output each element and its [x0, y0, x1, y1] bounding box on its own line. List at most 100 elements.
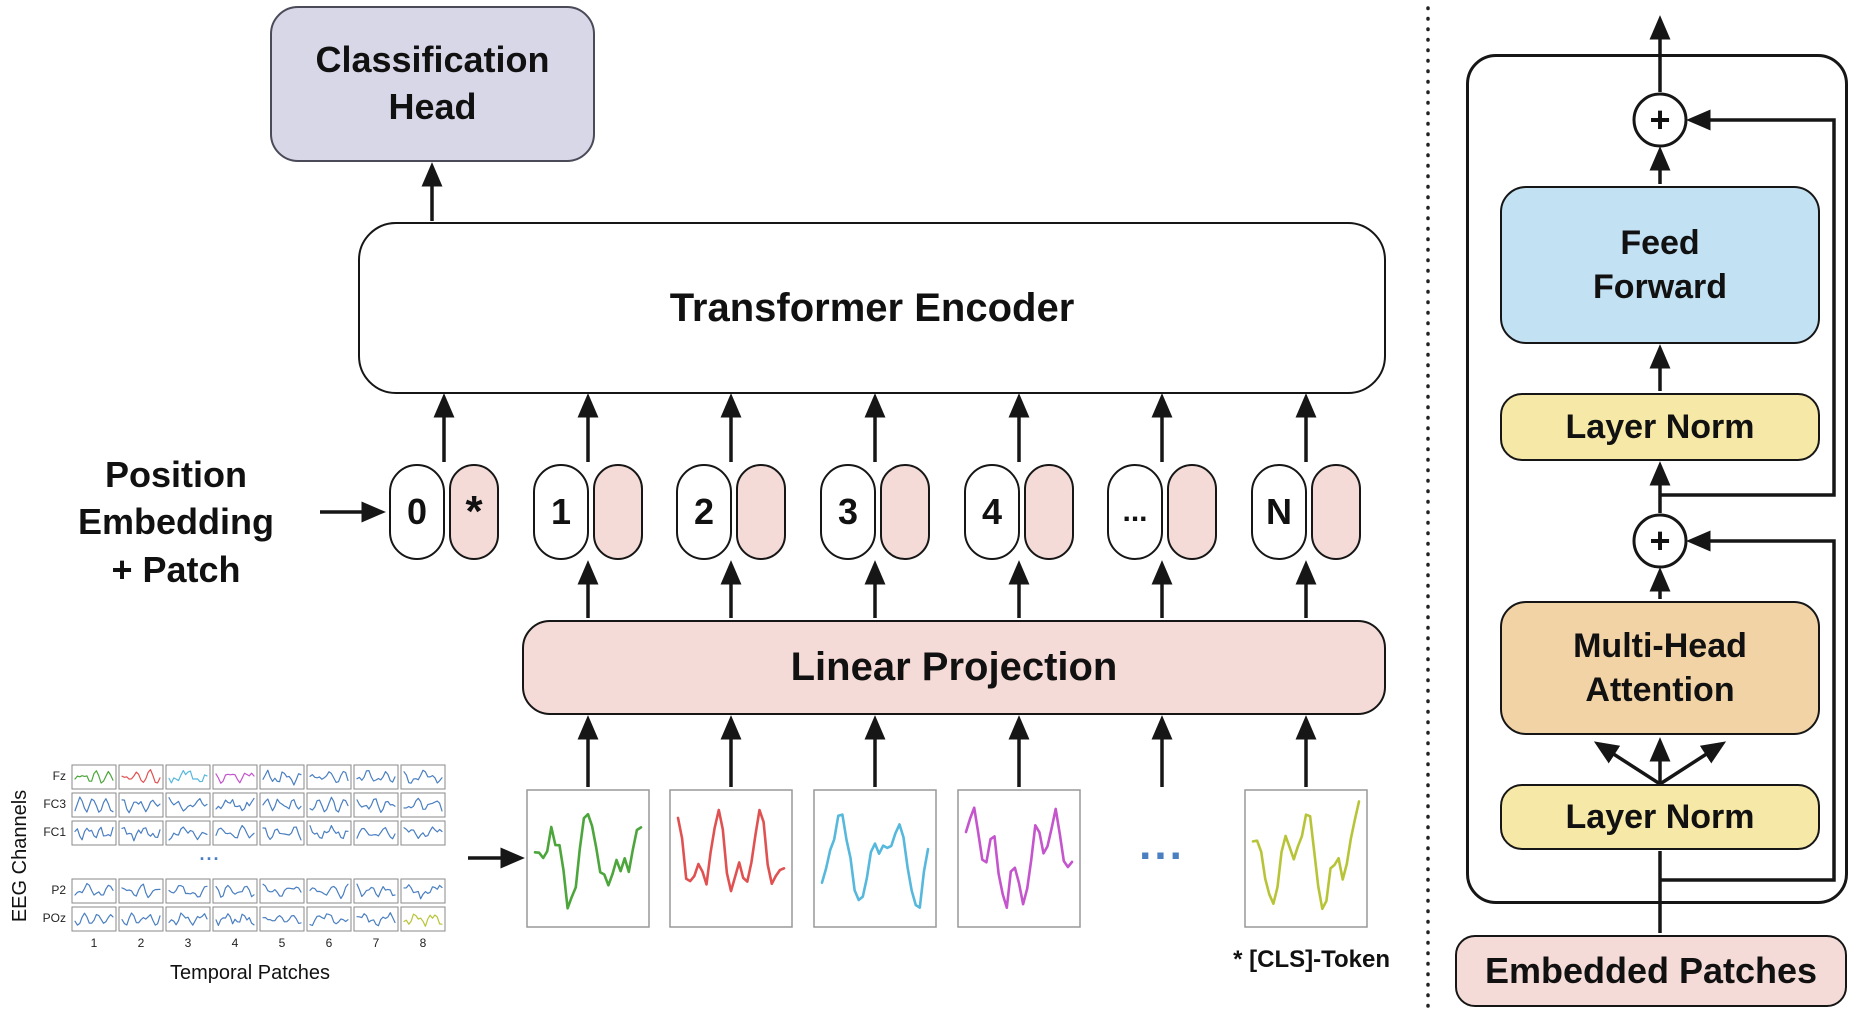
eeg-col-label-2: 2 — [137, 936, 145, 950]
layernorm-to-attention-arrows — [1593, 737, 1727, 786]
eeg-row-gap-dots: ... — [199, 843, 221, 864]
left-arrows — [320, 162, 1317, 869]
waveform-trace — [168, 912, 208, 926]
waveform-trace — [403, 884, 443, 900]
eeg-col-label-5: 5 — [278, 936, 286, 950]
patches-to-projection-arrows — [577, 715, 1317, 787]
waveform-trace — [403, 769, 443, 784]
waveform-trace — [168, 826, 208, 841]
cls-token-note: * [CLS]-Token — [1233, 946, 1390, 973]
waveform-trace — [356, 883, 396, 898]
waveform-trace — [215, 913, 255, 927]
eeg-grid-cell — [118, 764, 164, 790]
token-patch-pill-n — [1311, 464, 1361, 560]
waveform-trace — [262, 798, 302, 812]
tokens-to-encoder-arrows — [433, 393, 1317, 462]
add-circle-bottom — [1632, 513, 1688, 569]
patch-ellipsis-dots: ... — [1139, 820, 1185, 869]
eeg-grid-cell — [400, 792, 446, 818]
token-position-pill-1: 1 — [533, 464, 589, 560]
residual-skip-lower — [1660, 530, 1836, 882]
token-patch-pill-4 — [1024, 464, 1074, 560]
patch-waveform-box — [526, 789, 650, 928]
layer-norm-top-box: Layer Norm — [1500, 393, 1820, 461]
residual-skip-upper — [1660, 109, 1836, 497]
eeg-grid-cell — [306, 764, 352, 790]
add-plus-top: + — [1649, 99, 1670, 140]
waveform-trace — [262, 914, 302, 925]
eeg-grid-cell — [306, 792, 352, 818]
token-patch-pill-0-cls: * — [449, 464, 499, 560]
eeg-grid-cell — [165, 878, 211, 904]
eeg-grid-cell — [353, 820, 399, 846]
eeg-row-label-fz: Fz — [52, 769, 66, 783]
eeg-grid-cell — [353, 878, 399, 904]
eeg-col-label-6: 6 — [325, 936, 333, 950]
waveform-trace — [309, 824, 349, 840]
eeg-grid-cell — [165, 764, 211, 790]
eeg-grid-cell — [353, 906, 399, 932]
waveform-trace — [215, 797, 255, 812]
token-position-pill-4: 4 — [964, 464, 1020, 560]
waveform-trace — [74, 912, 114, 926]
eeg-grid-cell — [212, 820, 258, 846]
waveform-trace — [262, 769, 302, 786]
eeg-row-label-fc1: FC1 — [43, 825, 66, 839]
token-position-pill-0: 0 — [389, 464, 445, 560]
waveform-trace — [168, 796, 208, 812]
waveform-trace — [309, 913, 349, 927]
eeg-row-label-p2: P2 — [51, 883, 66, 897]
patch-waveform-box — [669, 789, 793, 928]
waveform-trace — [215, 884, 255, 898]
waveform-trace — [121, 768, 161, 784]
waveform-trace — [121, 826, 161, 842]
waveform-trace — [403, 826, 443, 840]
eeg-grid-cell — [165, 906, 211, 932]
eeg-grid-cell — [118, 878, 164, 904]
position-embedding-label: Position Embedding + Patch — [78, 453, 274, 590]
waveform-trace — [121, 912, 161, 926]
eeg-grid-cell — [400, 878, 446, 904]
temporal-patches-label: Temporal Patches — [169, 962, 331, 984]
waveform-trace — [403, 797, 443, 812]
token-position-pill-ellipsis: ... — [1107, 464, 1163, 560]
eeg-grid-cell — [212, 878, 258, 904]
eeg-grid-cell — [306, 820, 352, 846]
waveform-trace — [533, 812, 643, 910]
eeg-grid-cell — [118, 792, 164, 818]
waveform-trace — [74, 882, 114, 896]
waveform-trace — [74, 796, 114, 813]
eeg-col-label-4: 4 — [231, 936, 239, 950]
embedded-patches-box: Embedded Patches — [1455, 935, 1847, 1007]
residual-add-nodes: + + — [1632, 92, 1688, 569]
transformer-encoder-box: Transformer Encoder — [358, 222, 1386, 394]
waveform-trace — [262, 826, 302, 841]
waveforms-group — [71, 764, 1368, 932]
waveform-trace — [262, 883, 302, 897]
eeg-col-label-8: 8 — [419, 936, 427, 950]
token-position-pill-3: 3 — [820, 464, 876, 560]
eeg-col-label-7: 7 — [372, 936, 380, 950]
waveform-trace — [676, 808, 786, 893]
waveform-trace — [356, 798, 396, 814]
eeg-row-label-poz: POz — [42, 911, 66, 925]
waveform-trace — [121, 883, 161, 899]
waveform-trace — [215, 824, 255, 839]
waveform-trace — [74, 770, 114, 784]
eeg-grid-cell — [400, 764, 446, 790]
waveform-trace — [356, 826, 396, 840]
waveform-trace — [403, 913, 443, 927]
eeg-grid-cell — [71, 878, 117, 904]
token-position-pill-n: N — [1251, 464, 1307, 560]
token-position-pill-2: 2 — [676, 464, 732, 560]
classification-head-box: Classification Head — [270, 6, 595, 162]
patch-waveform-box — [957, 789, 1081, 928]
waveform-trace — [356, 769, 396, 783]
eeg-col-label-1: 1 — [90, 936, 98, 950]
token-patch-pill-3 — [880, 464, 930, 560]
waveform-trace — [820, 813, 930, 909]
layer-norm-bottom-box: Layer Norm — [1500, 784, 1820, 850]
eeg-grid-cell — [259, 878, 305, 904]
